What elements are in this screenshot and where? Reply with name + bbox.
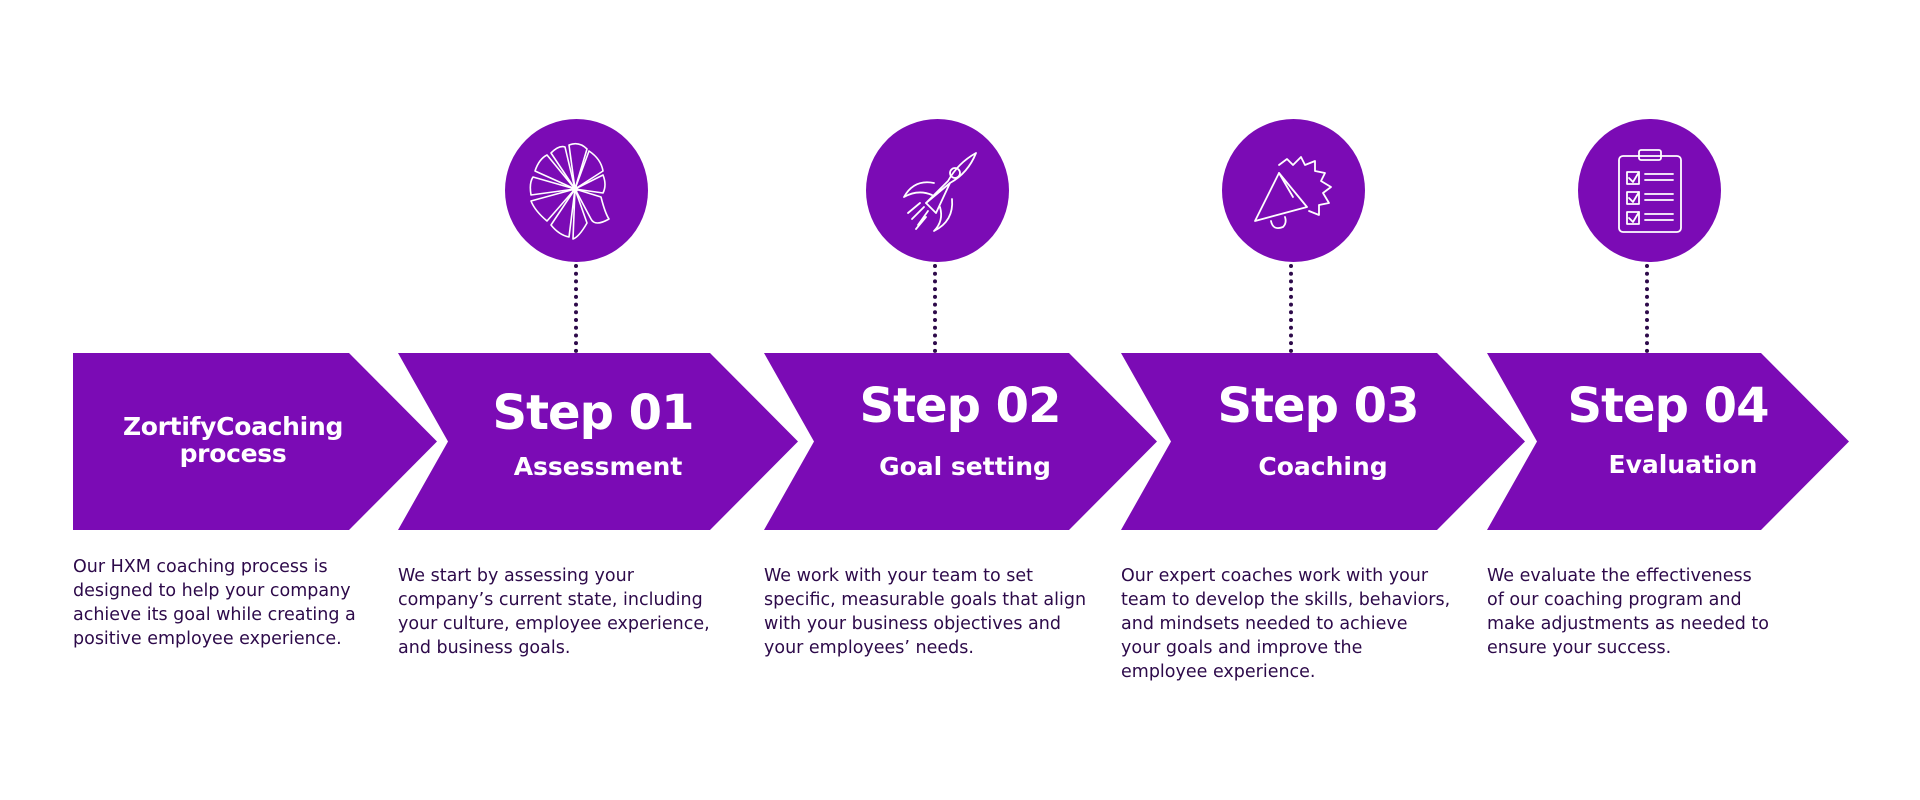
step-02-title: Step 02 xyxy=(859,378,1062,434)
step-03-arrow xyxy=(1121,353,1525,530)
step-01-icon-circle xyxy=(505,119,648,262)
checklist-clipboard-icon xyxy=(1617,148,1682,233)
step-03-title: Step 03 xyxy=(1217,378,1420,434)
intro-title-line2: process xyxy=(179,439,287,468)
step-03-subtitle: Coaching xyxy=(1258,452,1388,481)
step-01-connector xyxy=(574,264,578,353)
step-01-title: Step 01 xyxy=(492,385,695,441)
step-03-connector xyxy=(1289,264,1293,353)
step-04-connector xyxy=(1645,264,1649,353)
step-02-description: We work with your team to set specific, … xyxy=(764,566,1087,658)
step-02-icon-circle xyxy=(866,119,1009,262)
step-02-subtitle: Goal setting xyxy=(879,452,1051,481)
intro-title-line1: ZortifyCoaching xyxy=(122,412,344,441)
intro-arrow xyxy=(73,353,437,530)
step-01-description: We start by assessing your company’s cur… xyxy=(398,566,710,658)
radial-segments-icon xyxy=(529,142,610,240)
megaphone-icon xyxy=(1253,155,1332,229)
step-01-arrow xyxy=(398,353,798,530)
step-03-icon-circle xyxy=(1222,119,1365,262)
rocket-icon xyxy=(902,151,977,232)
step-02-arrow xyxy=(764,353,1157,530)
step-04-description: We evaluate the effectiveness of our coa… xyxy=(1487,566,1769,658)
step-03-description: Our expert coaches work with your team t… xyxy=(1121,566,1451,682)
step-04-icon-circle xyxy=(1578,119,1721,262)
step-04-title: Step 04 xyxy=(1567,378,1770,434)
step-01-subtitle: Assessment xyxy=(513,452,683,481)
step-04-arrow xyxy=(1487,353,1849,530)
step-04-subtitle: Evaluation xyxy=(1608,450,1758,479)
step-02-connector xyxy=(933,264,937,353)
intro-title: ZortifyCoaching process xyxy=(118,413,348,467)
intro-description: Our HXM coaching process is designed to … xyxy=(73,557,356,649)
